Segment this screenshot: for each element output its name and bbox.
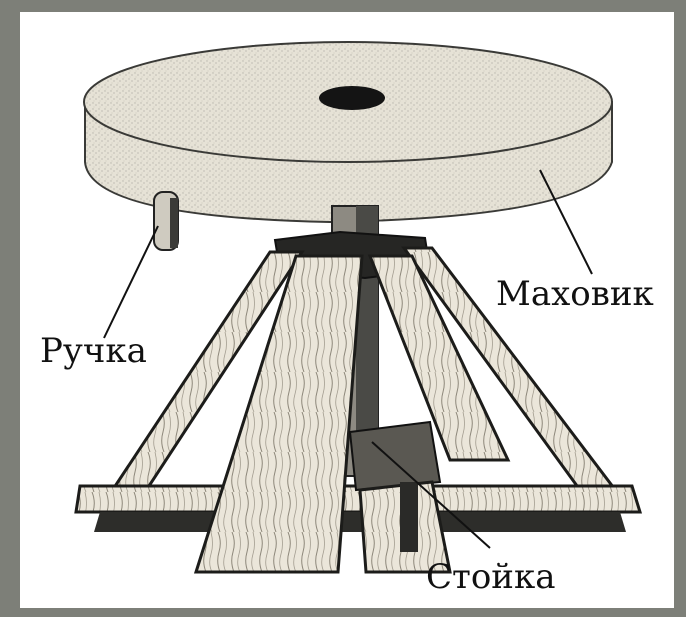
leader-handle bbox=[104, 226, 158, 338]
label-flywheel: Маховик bbox=[496, 277, 654, 311]
handle-shadow bbox=[170, 198, 178, 248]
leg-front bbox=[196, 256, 362, 572]
post-block bbox=[350, 422, 440, 490]
handle bbox=[154, 192, 178, 250]
post-center bbox=[400, 482, 418, 552]
label-handle: Ручка bbox=[40, 334, 147, 368]
label-post: Стойка bbox=[426, 560, 555, 594]
illustration-panel: Маховик Ручка Стойка bbox=[20, 12, 674, 608]
flywheel-hole bbox=[319, 86, 385, 110]
crossbar-shadow bbox=[94, 512, 626, 532]
